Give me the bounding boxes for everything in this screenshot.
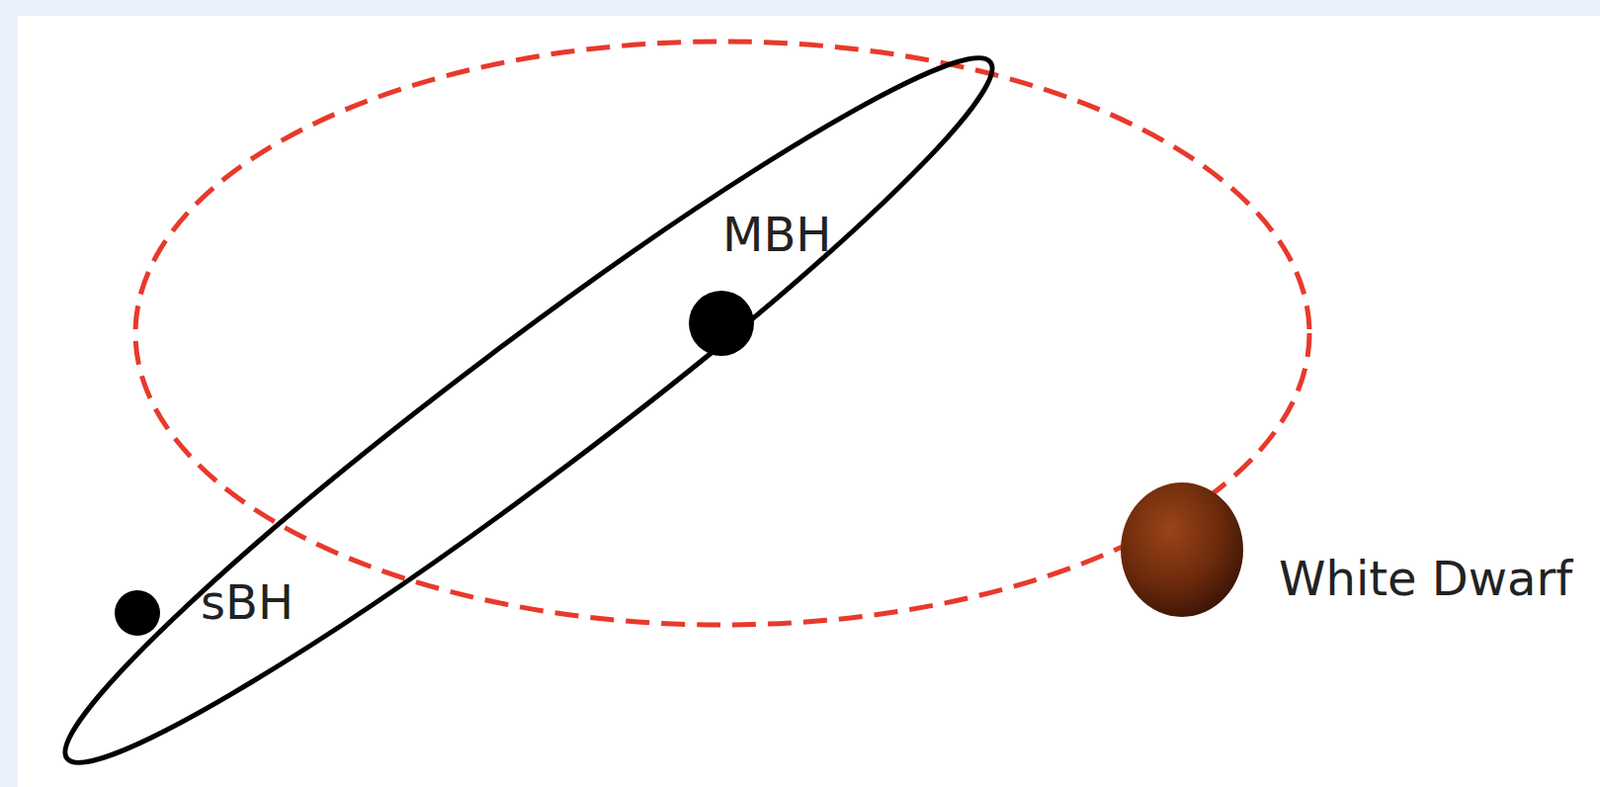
white-dwarf-sphere <box>1120 482 1244 617</box>
panel-ground <box>17 15 1600 787</box>
object-label: sBH <box>200 576 294 629</box>
stellar-black-hole <box>114 589 161 636</box>
massive-black-hole <box>688 290 755 356</box>
sbh-orbit <box>26 8 1031 787</box>
white-dwarf-orbit <box>135 41 1310 625</box>
object-label: MBH <box>722 208 832 261</box>
object-label: White Dwarf <box>1278 552 1573 605</box>
